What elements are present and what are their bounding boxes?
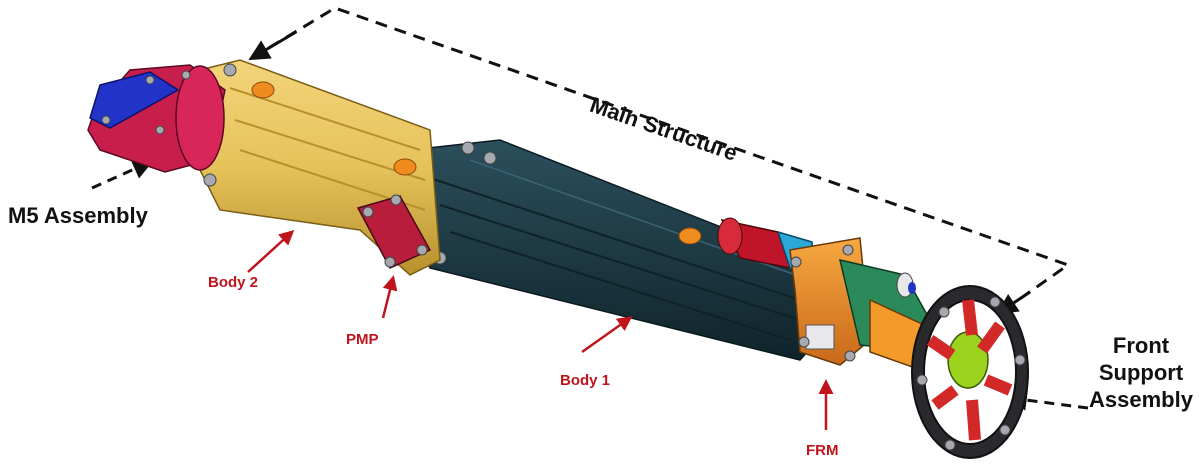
front-support-wheel — [911, 285, 1029, 459]
front-support-line-1: Front — [1112, 333, 1170, 358]
front-support-line-2: Support — [1098, 360, 1184, 385]
arrow-icon — [581, 316, 633, 354]
pmp-label: PMP — [346, 331, 379, 348]
m5-assembly — [87, 64, 226, 173]
body-2-label: Body 2 — [208, 274, 259, 291]
front-support-line-3: Assembly — [1089, 387, 1193, 412]
pmp-module — [356, 194, 432, 269]
arrow-icon — [381, 275, 398, 319]
m5-assembly-label: M5 Assembly — [8, 203, 148, 228]
arrow-icon — [248, 30, 297, 61]
front-support-label: Front Support Assembly — [1086, 332, 1196, 413]
front-support-leader — [1005, 389, 1089, 411]
body-1-label: Body 1 — [560, 372, 611, 389]
arrow-icon — [247, 229, 295, 273]
m5-leader — [91, 159, 154, 190]
frm-label: FRM — [806, 442, 839, 459]
